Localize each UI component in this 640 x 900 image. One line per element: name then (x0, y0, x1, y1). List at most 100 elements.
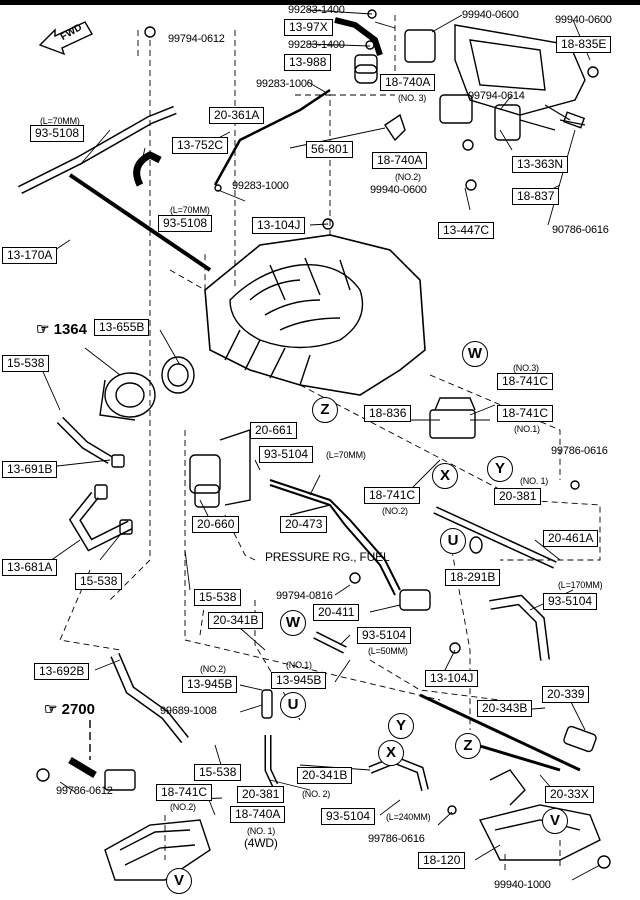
part-20-461a: 20-461A (543, 530, 599, 547)
callout-y-1: Y (487, 456, 513, 482)
length-50mm: (L=50MM) (368, 646, 408, 656)
callout-v-1: V (542, 808, 568, 834)
part-93-5104-d: 93-5104 (321, 808, 376, 825)
part-99940-1000: 99940-1000 (494, 879, 551, 891)
part-18-291b: 18-291B (445, 569, 501, 586)
length-70mm-a: (L=70MM) (40, 116, 80, 126)
no2-note-b: (NO.2) (382, 506, 408, 516)
part-13-681a: 13-681A (2, 559, 58, 576)
part-99283-1400-a: 99283-1400 (288, 4, 345, 16)
part-15-538-b: 15-538 (75, 573, 123, 590)
part-13-170a: 13-170A (2, 247, 58, 264)
part-93-5108-b: 93-5108 (158, 215, 213, 232)
part-18-836: 18-836 (364, 405, 412, 422)
part-20-33x: 20-33X (545, 786, 594, 803)
part-13-692b: 13-692B (34, 663, 90, 680)
part-13-447c: 13-447C (438, 222, 495, 239)
callout-x-2: X (378, 740, 404, 766)
callout-w-2: W (280, 610, 306, 636)
callout-u-1: U (440, 528, 466, 554)
part-93-5108-a: 93-5108 (30, 125, 85, 142)
no2-note-e: (NO. 2) (302, 789, 331, 799)
part-99940-0600-b: 99940-0600 (555, 14, 612, 26)
part-20-339: 20-339 (542, 686, 590, 703)
part-99794-0816: 99794-0816 (276, 590, 333, 602)
part-93-5104-c: 93-5104 (357, 627, 412, 644)
no1-note-b: (NO. 1) (520, 476, 549, 486)
4wd-note: (4WD) (244, 836, 278, 850)
part-99786-0616-a: 99786-0616 (551, 445, 608, 457)
callout-w-1: W (462, 341, 488, 367)
callout-u-2: U (280, 692, 306, 718)
part-13-104j-a: 13-104J (252, 217, 306, 234)
part-13-363n: 13-363N (512, 156, 569, 173)
part-20-361a: 20-361A (209, 107, 265, 124)
part-18-740a-no3: 18-740A (380, 74, 436, 91)
part-13-104j-b: 13-104J (425, 670, 479, 687)
part-13-945b-no1: 13-945B (271, 672, 327, 689)
part-99940-0600-c: 99940-0600 (370, 184, 427, 196)
no1-note-c: (NO.1) (286, 660, 312, 670)
part-20-381-b: 20-381 (237, 786, 285, 803)
no1-note-a: (NO.1) (514, 424, 540, 434)
length-170mm: (L=170MM) (558, 580, 603, 590)
part-18-740a-no1: 18-740A (230, 806, 286, 823)
part-13-988: 13-988 (284, 54, 332, 71)
part-99283-1000-b: 99283-1000 (232, 180, 289, 192)
fwd-arrow (38, 21, 93, 56)
part-18-837: 18-837 (512, 188, 560, 205)
part-15-538-c: 15-538 (194, 589, 242, 606)
part-20-381-a: 20-381 (494, 488, 542, 505)
part-99283-1000-a: 99283-1000 (256, 78, 313, 90)
part-13-691b: 13-691B (2, 461, 58, 478)
part-13-752c: 13-752C (172, 137, 229, 154)
callout-x-1: X (432, 463, 458, 489)
part-93-5104-b: 93-5104 (543, 593, 598, 610)
length-70mm-c: (L=70MM) (326, 450, 366, 460)
ref-1364-number: 1364 (53, 321, 87, 338)
part-99283-1400-b: 99283-1400 (288, 39, 345, 51)
part-20-661: 20-661 (250, 422, 298, 439)
part-20-343b: 20-343B (477, 700, 533, 717)
part-13-97x: 13-97X (284, 19, 333, 36)
pressure-regulator-fuel-label: PRESSURE RG., FUEL (265, 550, 390, 564)
part-18-741c-no2: 18-741C (364, 487, 421, 504)
top-border (0, 0, 640, 5)
length-70mm-b: (L=70MM) (170, 205, 210, 215)
callout-y-2: Y (388, 713, 414, 739)
part-99786-0612: 99786-0612 (56, 785, 113, 797)
callout-z-2: Z (455, 733, 481, 759)
part-90786-0616: 90786-0616 (552, 224, 609, 236)
part-18-835e: 18-835E (556, 36, 612, 53)
ref-2700: ☞ 2700 (44, 701, 95, 718)
part-18-741c-no3: 18-741C (497, 373, 554, 390)
no2-note-c: (NO.2) (200, 664, 226, 674)
no1-note-d: (NO. 1) (247, 826, 276, 836)
part-20-660: 20-660 (192, 516, 240, 533)
part-99794-0614: 99794-0614 (468, 90, 525, 102)
ref-2700-number: 2700 (61, 701, 95, 718)
part-99940-0600-a: 99940-0600 (462, 9, 519, 21)
part-18-740a-no2: 18-740A (372, 152, 428, 169)
ref-1364: ☞ 1364 (36, 321, 87, 338)
part-18-741c-no2-bottom: 18-741C (156, 784, 213, 801)
part-93-5104-a: 93-5104 (259, 446, 314, 463)
part-20-341b-a: 20-341B (208, 612, 264, 629)
part-20-341b-b: 20-341B (297, 767, 353, 784)
part-13-945b-no2: 13-945B (182, 676, 238, 693)
part-99786-0616-b: 99786-0616 (368, 833, 425, 845)
no3-note-a: (NO. 3) (398, 93, 427, 103)
part-20-473: 20-473 (280, 516, 328, 533)
part-18-741c-no1: 18-741C (497, 405, 554, 422)
part-13-655b: 13-655B (94, 319, 150, 336)
no2-note-d: (NO.2) (170, 802, 196, 812)
part-56-801: 56-801 (306, 141, 354, 158)
part-99794-0612: 99794-0612 (168, 33, 225, 45)
no2-note-a: (NO.2) (395, 172, 421, 182)
callout-z-1: Z (312, 397, 338, 423)
part-99689-1008: 99689-1008 (160, 705, 217, 717)
no3-note-b: (NO.3) (513, 363, 539, 373)
callout-v-2: V (166, 868, 192, 894)
